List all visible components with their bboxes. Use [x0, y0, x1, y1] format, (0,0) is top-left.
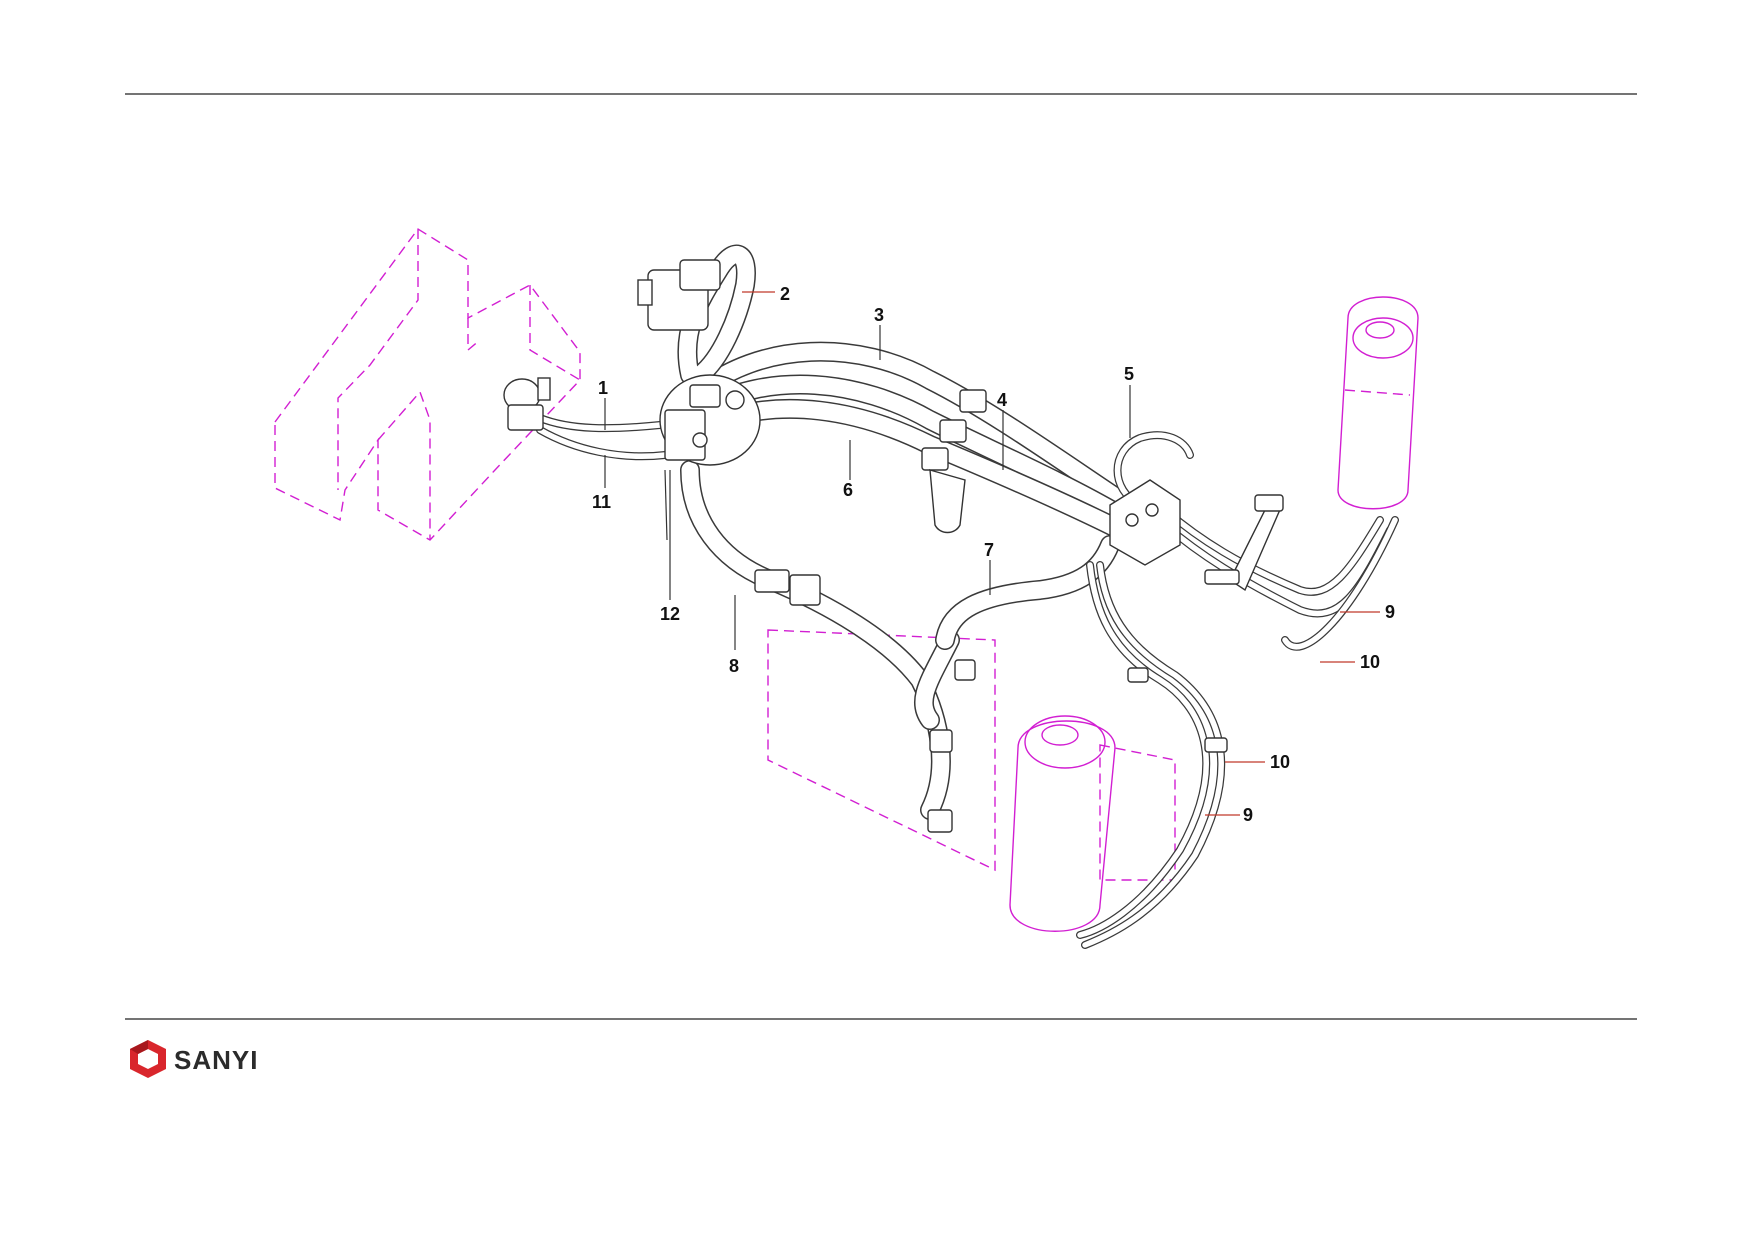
- callout-8: 8: [729, 656, 739, 676]
- hose-5-loop: [1113, 431, 1194, 509]
- callout-3: 3: [874, 305, 884, 325]
- clamp-group-middle: [921, 389, 987, 534]
- callout-10-right: 10: [1360, 652, 1380, 672]
- brand-name: SANYI: [174, 1045, 258, 1075]
- callout-7: 7: [984, 540, 994, 560]
- pump-top: [637, 259, 721, 331]
- central-valve-block: [659, 374, 761, 466]
- sanyi-logo: SANYI: [130, 1040, 258, 1078]
- fittings-lower: [927, 659, 1228, 833]
- ghost-tank-right: [1337, 296, 1419, 510]
- callout-4: 4: [997, 390, 1007, 410]
- manifold-block: [1109, 479, 1181, 566]
- ghost-plate-center: [767, 629, 996, 872]
- callout-9-right: 9: [1385, 602, 1395, 622]
- callout-9-bottom: 9: [1243, 805, 1253, 825]
- hose-bundle-upper: [685, 341, 1130, 540]
- hose-8: [680, 460, 960, 820]
- clamp-8: [754, 569, 821, 606]
- callout-12: 12: [660, 604, 680, 624]
- callout-2: 2: [780, 284, 790, 304]
- hose-9-10-right: [1161, 506, 1399, 651]
- ghost-tank-bottom: [1009, 715, 1176, 932]
- leader-lines: [604, 291, 1380, 816]
- callout-6: 6: [843, 480, 853, 500]
- callout-11: 11: [592, 492, 611, 512]
- hose-7: [935, 535, 1120, 650]
- callout-1: 1: [598, 378, 608, 398]
- ghost-frame-left: [274, 228, 581, 541]
- callouts: 1 2 3 4 5 6 7 8 9 10 10 9 11 12: [592, 284, 1395, 825]
- bracket-right: [1204, 494, 1284, 592]
- valve-left: [503, 377, 551, 431]
- callout-5: 5: [1124, 364, 1134, 384]
- hose-1-11-thin: [536, 414, 669, 461]
- rod-12: [664, 469, 668, 541]
- callout-10-bottom: 10: [1270, 752, 1290, 772]
